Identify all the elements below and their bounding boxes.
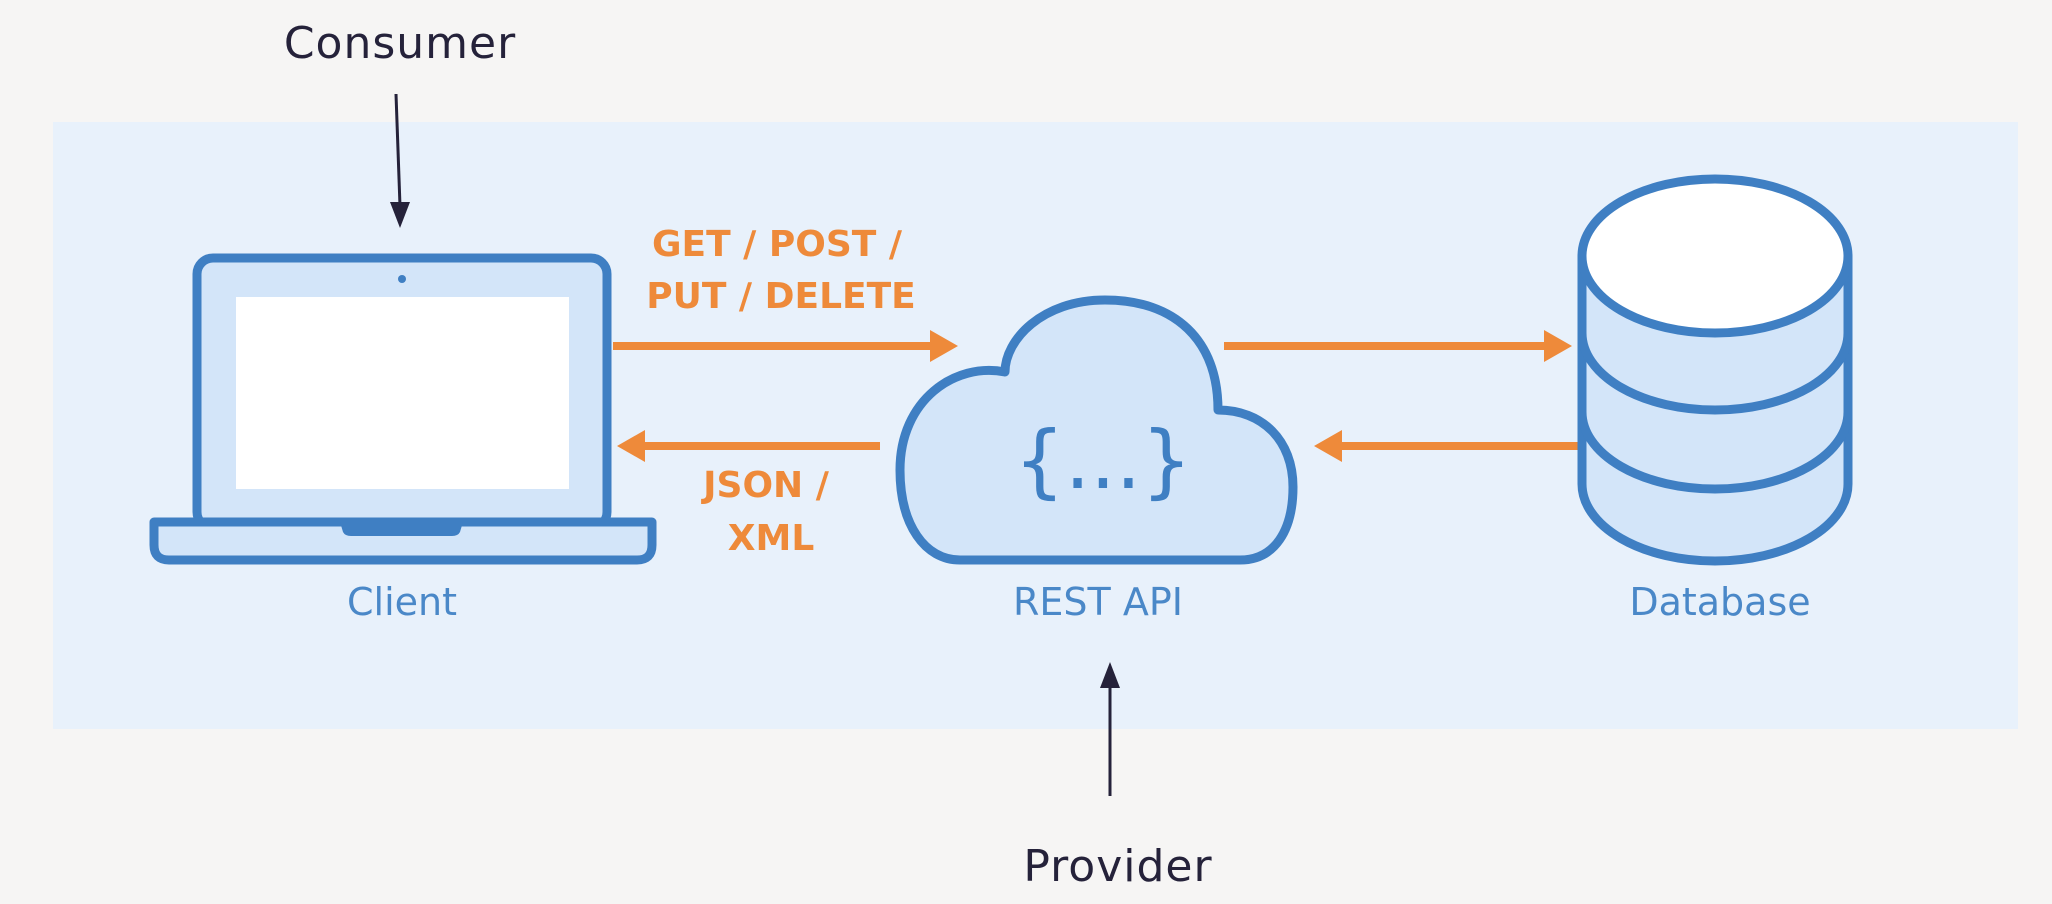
provider-label: Provider xyxy=(1023,841,1212,892)
request-methods-line-2: PUT / DELETE xyxy=(646,276,916,317)
result-arrow xyxy=(1314,430,1578,462)
cloud-icon: {...} xyxy=(895,295,1298,565)
rest-api-label: REST API xyxy=(1013,580,1183,624)
laptop-icon xyxy=(149,253,657,565)
database-label: Database xyxy=(1629,580,1810,624)
query-arrow xyxy=(1224,330,1572,362)
response-arrow xyxy=(617,430,880,462)
response-formats-line-2: XML xyxy=(728,518,815,559)
consumer-pointer-arrow xyxy=(390,93,410,228)
request-arrow xyxy=(613,330,958,362)
json-braces-icon: {...} xyxy=(1014,414,1192,507)
provider-pointer-arrow xyxy=(1100,662,1120,796)
consumer-label: Consumer xyxy=(284,18,516,69)
database-icon xyxy=(1577,174,1853,566)
request-methods-line-1: GET / POST / xyxy=(652,224,903,265)
client-label: Client xyxy=(347,580,457,624)
response-formats-line-1: JSON / xyxy=(700,465,830,506)
